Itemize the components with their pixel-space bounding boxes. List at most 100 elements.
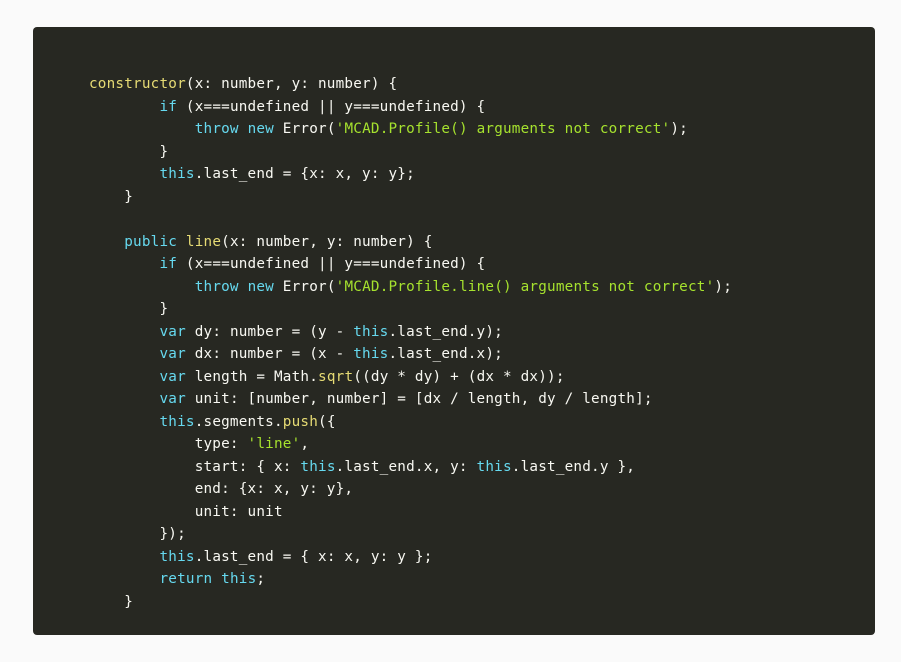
code-content: constructor(x: number, y: number) { if (… [89,73,875,613]
code-line: } [89,591,875,614]
code-function: push [282,413,319,430]
code-keyword: this [476,458,512,475]
code-text [89,369,159,385]
code-keyword: if [159,256,178,272]
code-text [89,99,159,115]
code-text: } [89,143,169,160]
code-line: this.segments.push({ [89,411,875,434]
code-keyword: this [159,548,195,565]
code-line: this.last_end = {x: x, y: y}; [89,163,875,186]
code-text: Error( [274,278,336,295]
code-block: constructor(x: number, y: number) { if (… [33,27,875,635]
code-text [239,279,248,295]
code-text: .last_end.y); [388,323,503,340]
code-line: var dy: number = (y - this.last_end.y); [89,321,875,344]
code-keyword: public [124,233,178,250]
code-text [89,414,159,430]
code-text [89,571,159,587]
code-keyword: var [159,368,186,385]
code-text: ({ [318,413,336,430]
code-text: ); [714,278,733,295]
code-text: (x===undefined || y===undefined) { [177,98,486,115]
code-keyword: var [159,346,186,362]
code-text: .last_end.x); [388,346,503,362]
code-keyword: var [159,323,186,340]
code-text: ); [670,121,688,137]
code-text: } [89,188,134,205]
code-keyword: this [300,458,336,475]
code-text: ; [256,571,266,587]
code-line: throw new Error('MCAD.Profile.line() arg… [89,276,875,299]
code-text: unit: [number, number] = [dx / length, d… [185,391,653,407]
code-line: type: 'line', [89,433,875,456]
code-function: constructor [89,76,186,92]
code-text: .last_end = {x: x, y: y}; [194,166,415,182]
code-text: unit: unit [89,503,283,520]
code-text [89,121,195,137]
code-text [89,324,159,340]
code-line: } [89,186,875,209]
code-text [89,549,159,565]
code-keyword: throw [194,121,239,137]
code-string: 'MCAD.Profile.line() arguments not corre… [335,278,715,295]
code-text [89,391,159,407]
code-line: throw new Error('MCAD.Profile() argument… [89,118,875,141]
code-text [89,234,124,250]
code-text: }); [89,526,186,542]
code-text [239,121,248,137]
code-line: var length = Math.sqrt((dy * dy) + (dx *… [89,366,875,389]
code-line: end: {x: x, y: y}, [89,478,875,501]
code-function: line [185,233,222,250]
code-text: start: { x: [89,458,301,475]
code-text: } [89,593,134,610]
code-keyword: throw [194,278,239,295]
code-keyword: this [159,166,195,182]
code-keyword: if [159,98,178,115]
code-text [89,256,159,272]
code-line [89,208,875,231]
code-text: (x: number, y: number) { [221,233,433,250]
code-keyword: this [353,346,389,362]
code-keyword: new [247,121,274,137]
code-line: if (x===undefined || y===undefined) { [89,96,875,119]
code-line: } [89,298,875,321]
code-text: , [300,436,310,452]
code-line: if (x===undefined || y===undefined) { [89,253,875,276]
code-line: return this; [89,568,875,591]
code-text: .last_end.x, y: [335,458,477,475]
code-text: dx: number = (x - [185,346,354,362]
code-line: }); [89,523,875,546]
code-text [89,346,159,362]
code-function: sqrt [318,368,354,385]
code-keyword: this [159,413,195,430]
code-text: length = Math. [185,368,319,385]
code-keyword: this [353,323,389,340]
code-line: } [89,141,875,164]
code-text: end: {x: x, y: y}, [89,481,354,497]
code-line: start: { x: this.last_end.x, y: this.las… [89,456,875,479]
code-keyword: this [221,571,257,587]
code-text [212,571,221,587]
code-text: dy: number = (y - [185,323,354,340]
code-line: public line(x: number, y: number) { [89,231,875,254]
code-text [89,166,159,182]
code-text: .last_end.y }, [511,458,636,475]
code-string: 'MCAD.Profile() arguments not correct' [335,121,671,137]
code-line: constructor(x: number, y: number) { [89,73,875,96]
code-line: var unit: [number, number] = [dx / lengt… [89,388,875,411]
code-line: unit: unit [89,501,875,524]
code-string: 'line' [247,436,301,452]
code-text: .segments. [194,413,283,430]
code-text: .last_end = { x: x, y: y }; [194,548,433,565]
code-text: Error( [274,121,336,137]
code-line: this.last_end = { x: x, y: y }; [89,546,875,569]
code-keyword: new [247,278,274,295]
code-line: var dx: number = (x - this.last_end.x); [89,343,875,366]
code-text: } [89,301,169,317]
code-text: (x===undefined || y===undefined) { [177,256,486,272]
code-keyword: var [159,391,186,407]
code-text: type: [89,436,248,452]
code-keyword: return [159,571,213,587]
code-text: ((dy * dy) + (dx * dx)); [353,368,565,385]
code-text [89,279,195,295]
